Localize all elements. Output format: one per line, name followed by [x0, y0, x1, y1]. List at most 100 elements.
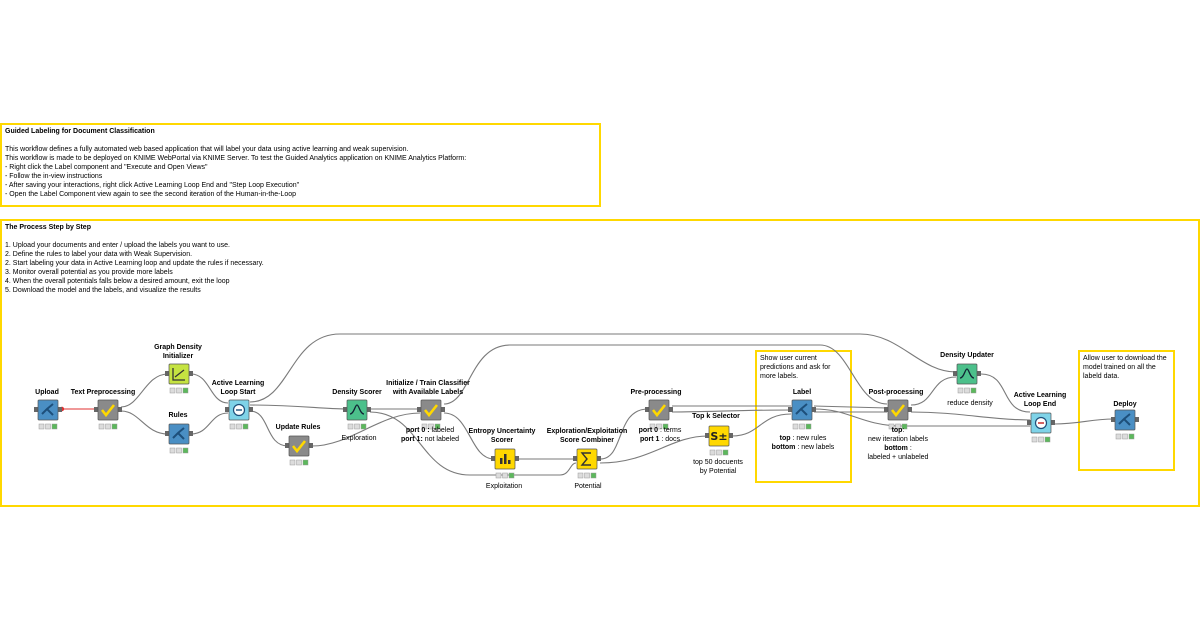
node-postprocessing[interactable] — [884, 399, 912, 430]
node-upload[interactable] — [34, 399, 62, 430]
input-port[interactable] — [285, 443, 289, 448]
input-port[interactable] — [165, 431, 169, 436]
status-light — [105, 423, 111, 430]
input-port[interactable] — [491, 456, 495, 461]
node-update-rules[interactable] — [285, 435, 313, 466]
input-port[interactable] — [165, 371, 169, 376]
output-port[interactable] — [977, 371, 981, 376]
node-body[interactable] — [97, 399, 119, 421]
input-port[interactable] — [1111, 417, 1115, 422]
bar-shape — [508, 460, 511, 464]
node-deploy[interactable] — [1111, 409, 1139, 440]
edge-textpre-graphdensity[interactable] — [120, 373, 169, 408]
output-port[interactable] — [367, 407, 371, 412]
output-port[interactable] — [1051, 420, 1055, 425]
node-body[interactable] — [420, 399, 442, 421]
edge-postprocessing-loopend[interactable] — [910, 411, 1031, 421]
input-port[interactable] — [884, 407, 888, 412]
edge-inittrain-entropy[interactable] — [443, 412, 495, 460]
edge-label-postprocessing1[interactable] — [813, 405, 888, 409]
node-body[interactable] — [648, 399, 670, 421]
edge-loopstart-densityscorer[interactable] — [249, 404, 347, 410]
node-caption-line: top : new rules — [772, 434, 835, 443]
edge-graphdensity-loopstart[interactable] — [190, 373, 229, 404]
annotation-line: 4. When the overall potentials falls bel… — [5, 278, 230, 285]
edge-loopstart-updaterules[interactable] — [249, 410, 289, 447]
edge-loopend-deploy[interactable] — [1053, 418, 1115, 425]
node-body[interactable] — [887, 399, 909, 421]
input-port[interactable] — [34, 407, 38, 412]
output-port[interactable] — [58, 407, 62, 412]
edge-topk-label[interactable] — [731, 413, 792, 437]
output-port[interactable] — [118, 407, 122, 412]
node-status — [169, 387, 189, 394]
output-port[interactable] — [669, 407, 673, 412]
annotation-line: 2. Start labeling your data in Active Le… — [5, 260, 264, 267]
edge-combiner-preprocessing[interactable] — [599, 408, 649, 460]
output-port[interactable] — [441, 407, 445, 412]
output-port[interactable] — [908, 407, 912, 412]
node-init-train[interactable] — [417, 399, 445, 430]
node-body[interactable] — [346, 399, 368, 421]
input-port[interactable] — [417, 407, 421, 412]
node-caption-combiner: Potential — [574, 483, 602, 490]
status-light — [51, 423, 58, 430]
annotation-line: Allow user to download the — [1083, 355, 1167, 362]
node-density-updater[interactable] — [953, 363, 981, 394]
edge-updaterules-inittrain[interactable] — [311, 412, 421, 447]
input-port[interactable] — [1027, 420, 1031, 425]
annotation-line: 1. Upload your documents and enter / upl… — [5, 242, 230, 249]
output-port[interactable] — [189, 371, 193, 376]
status-light — [1122, 433, 1128, 440]
edge-rules-loopstart[interactable] — [190, 412, 229, 435]
input-port[interactable] — [343, 407, 347, 412]
edge-loopstart-densityupdater[interactable] — [249, 333, 957, 403]
node-body[interactable] — [708, 425, 730, 447]
output-port[interactable] — [515, 456, 519, 461]
edge-densityscorer-combiner[interactable] — [369, 411, 577, 476]
node-label[interactable] — [788, 399, 816, 430]
input-port[interactable] — [953, 371, 957, 376]
node-graph-density[interactable] — [165, 363, 193, 394]
node-text-preprocessing[interactable] — [94, 399, 122, 430]
input-port[interactable] — [645, 407, 649, 412]
output-port[interactable] — [729, 433, 733, 438]
input-port[interactable] — [705, 433, 709, 438]
node-rules[interactable] — [165, 423, 193, 454]
node-density-scorer[interactable] — [343, 399, 371, 430]
input-port[interactable] — [94, 407, 98, 412]
node-status — [289, 459, 309, 466]
input-port[interactable] — [573, 456, 577, 461]
edge-densityupdater-loopend[interactable] — [980, 373, 1031, 413]
node-al-loop-start[interactable] — [225, 399, 253, 430]
node-combiner[interactable] — [573, 448, 601, 479]
edge-preprocessing-label2[interactable] — [671, 409, 792, 413]
edge-inittrain-postprocessing[interactable] — [443, 344, 888, 405]
output-port[interactable] — [249, 407, 253, 412]
output-port[interactable] — [597, 456, 601, 461]
input-port[interactable] — [788, 407, 792, 412]
output-port[interactable] — [309, 443, 313, 448]
edge-textpre-rules[interactable] — [120, 410, 169, 435]
input-port[interactable] — [225, 407, 229, 412]
output-port[interactable] — [812, 407, 816, 412]
node-preprocessing[interactable] — [645, 399, 673, 430]
node-al-loop-end[interactable] — [1027, 412, 1055, 443]
node-title-postprocessing: Post-processing — [868, 389, 924, 396]
caption-port-label: port 1 — [639, 436, 660, 443]
caption-port-label: port 0 — [638, 427, 659, 434]
node-entropy[interactable] — [491, 448, 519, 479]
edge-combiner-topk[interactable] — [599, 435, 709, 464]
output-port[interactable] — [189, 431, 193, 436]
node-topk[interactable]: S± — [705, 425, 733, 456]
output-port[interactable] — [1135, 417, 1139, 422]
caption-port-label: port 1: — [401, 436, 423, 443]
node-body[interactable] — [288, 435, 310, 457]
node-title-line: Loop Start — [220, 389, 256, 396]
edge-postprocessing-densityupdater[interactable] — [910, 376, 957, 406]
node-body[interactable] — [956, 363, 978, 385]
status-light — [584, 472, 590, 479]
